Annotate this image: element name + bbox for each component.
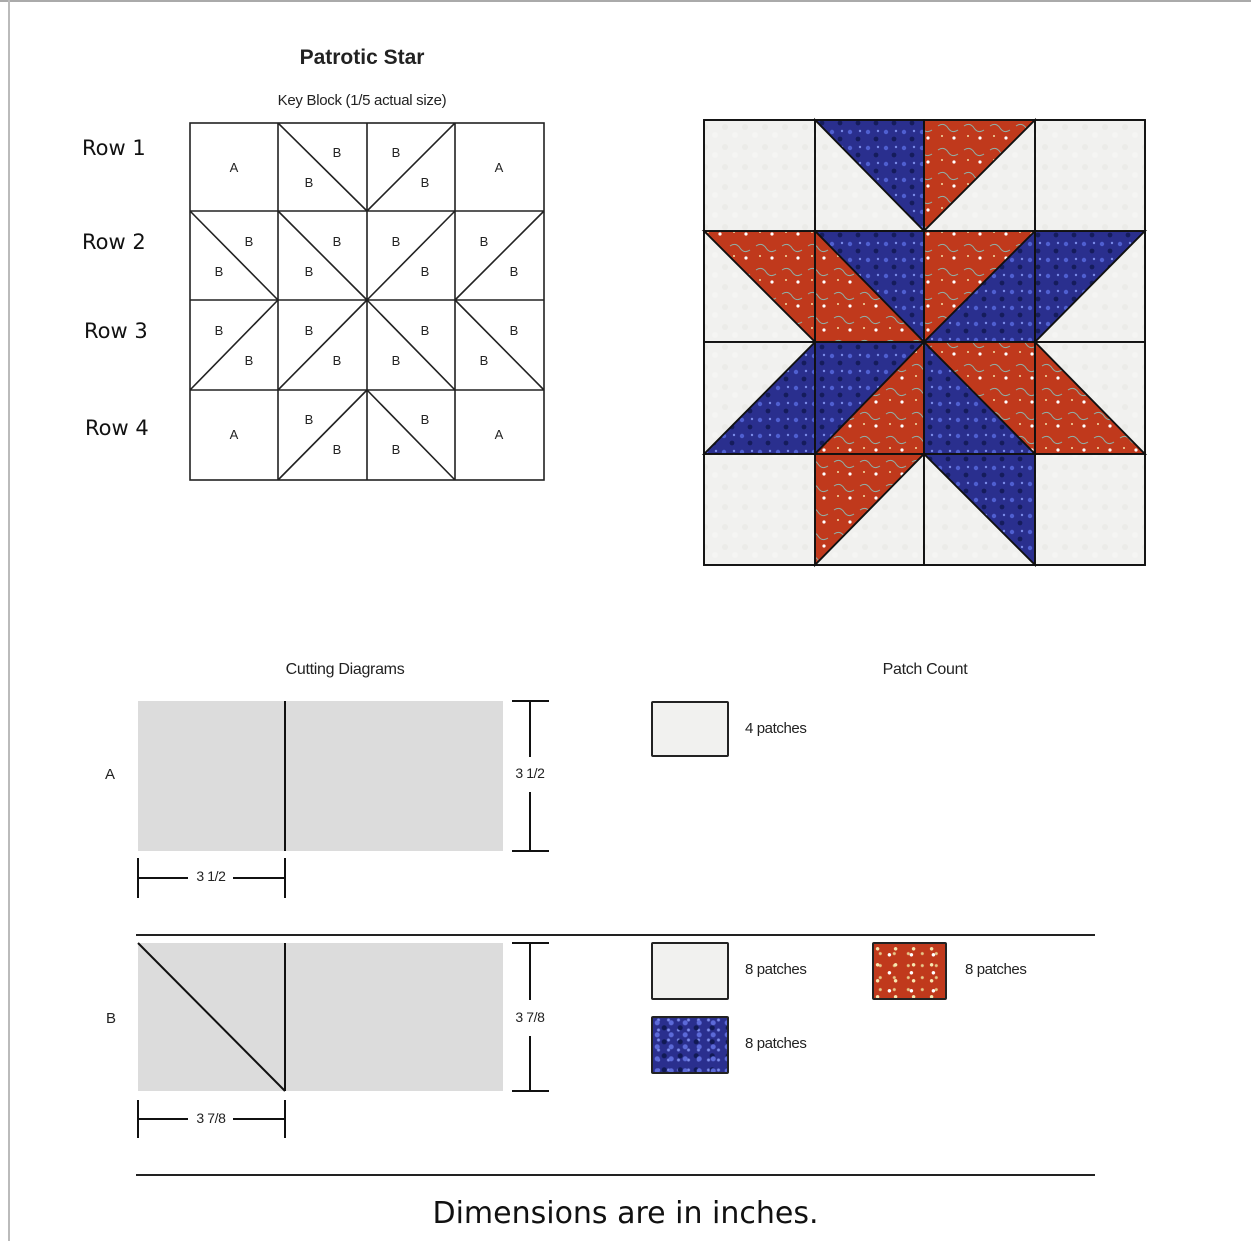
cutting-a-height-dim: 3 1/2 [510,765,550,781]
patch-swatch-white [651,942,729,1000]
key-letter-b: B [245,234,254,249]
section-divider [136,1174,1095,1176]
patch-count-heading: Patch Count [860,661,990,679]
key-letter-b: B [245,353,254,368]
patch-count-b-blue: 8 patches [745,1035,806,1052]
key-letter-b: B [305,175,314,190]
section-divider [136,934,1095,936]
key-letter-b: B [392,442,401,457]
row-label-4: Row 4 [85,416,195,440]
key-letter-b: B [421,264,430,279]
patch-count-a-white: 4 patches [745,720,806,737]
key-letter-b: B [510,323,519,338]
star-block-illustration [700,115,1150,570]
key-letter-b: B [421,175,430,190]
key-letter-a: A [230,427,239,442]
key-letter-b: B [305,264,314,279]
key-letter-b: B [510,264,519,279]
key-letter-b: B [215,264,224,279]
key-letter-b: B [333,234,342,249]
patch-swatch-red [872,942,947,1000]
patch-swatch-white [651,701,729,757]
key-block-diagram: A B B B B A B B B B B B B B B B B B B B … [180,115,555,490]
key-letter-b: B [215,323,224,338]
dimensions-note: Dimensions are in inches. [0,1196,1251,1231]
key-letter-b: B [333,145,342,160]
key-letter-b: B [305,412,314,427]
key-letter-b: B [421,323,430,338]
page-border-left [8,0,10,1241]
key-letter-b: B [392,353,401,368]
cutting-b-label: B [106,1010,116,1027]
cutting-b-height-dim: 3 7/8 [510,1009,550,1025]
patch-swatch-blue [651,1016,729,1074]
key-letter-b: B [421,412,430,427]
page-border-top [0,0,1251,2]
key-letter-b: B [305,323,314,338]
key-letter-b: B [392,145,401,160]
cutting-a-label: A [105,766,115,783]
patch-count-b-red: 8 patches [965,961,1026,978]
key-letter-b: B [480,353,489,368]
key-letter-b: B [480,234,489,249]
row-label-2: Row 2 [82,230,192,254]
key-block-subtitle: Key Block (1/5 actual size) [232,92,492,109]
key-letter-a: A [230,160,239,175]
key-letter-a: A [495,160,504,175]
row-label-1: Row 1 [82,136,192,160]
row-label-3: Row 3 [84,319,194,343]
page-title: Patrotic Star [262,46,462,70]
cutting-a-width-dim: 3 1/2 [190,868,232,884]
cutting-b-width-dim: 3 7/8 [190,1110,232,1126]
key-letter-b: B [392,234,401,249]
cutting-diagrams-heading: Cutting Diagrams [270,661,420,679]
key-letter-a: A [495,427,504,442]
patch-count-b-white: 8 patches [745,961,806,978]
key-letter-b: B [333,353,342,368]
key-letter-b: B [333,442,342,457]
